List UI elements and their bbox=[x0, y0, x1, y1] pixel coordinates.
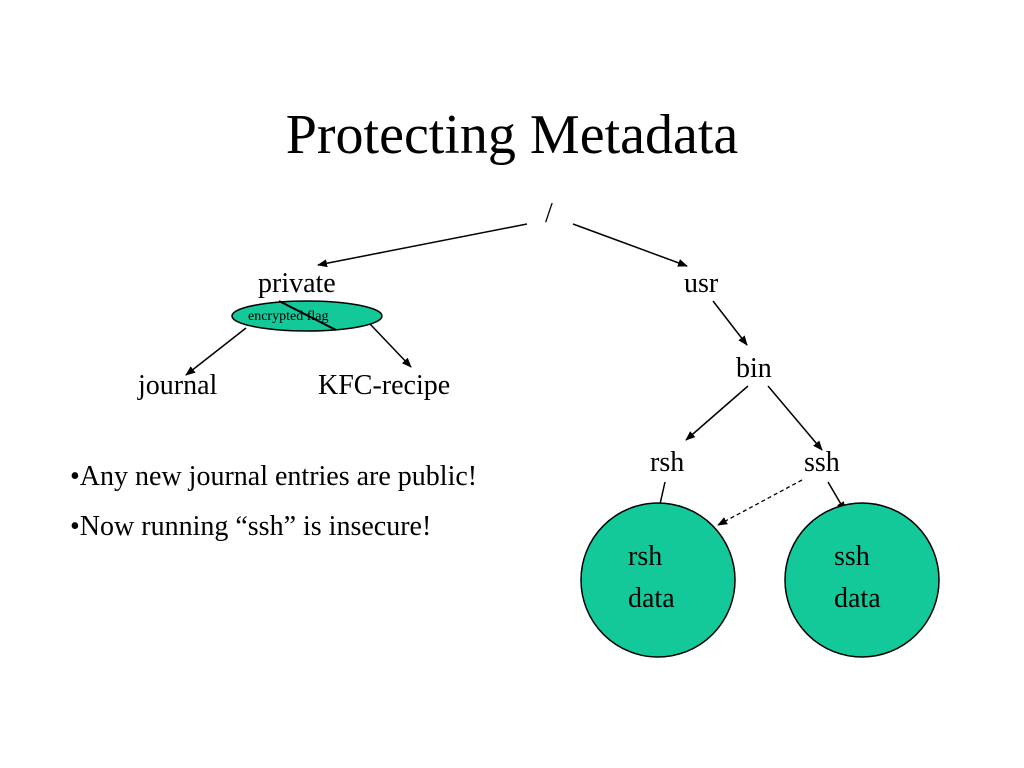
node-bin: bin bbox=[736, 353, 772, 384]
edge-root-usr bbox=[572, 223, 688, 267]
encrypted-flag-label: encrypted flag bbox=[248, 309, 329, 324]
edge-private-journal bbox=[185, 327, 247, 376]
edge-usr-bin bbox=[712, 300, 748, 346]
slide-title: Protecting Metadata bbox=[285, 104, 739, 166]
rsh-data-line-2: data bbox=[628, 583, 675, 614]
edge-bin-rsh bbox=[685, 385, 749, 441]
strike-icon bbox=[278, 300, 337, 331]
ssh-data-line-2: data bbox=[834, 583, 881, 614]
bullet-1: •Any new journal entries are public! bbox=[70, 461, 478, 492]
edge-root-private bbox=[317, 223, 528, 268]
ssh-data-line-1: ssh bbox=[834, 541, 870, 572]
rsh-data-line-1: rsh bbox=[628, 541, 663, 572]
ssh-data-blob bbox=[784, 502, 940, 658]
edge-private-kfc bbox=[369, 323, 412, 368]
node-usr: usr bbox=[684, 268, 719, 299]
node-rsh: rsh bbox=[650, 447, 685, 478]
node-private: private bbox=[258, 268, 336, 299]
node-kfc-recipe: KFC-recipe bbox=[318, 370, 451, 401]
node-ssh: ssh bbox=[804, 447, 840, 478]
bullet-2: •Now running “ssh” is insecure! bbox=[70, 511, 432, 542]
edge-bin-ssh bbox=[767, 385, 823, 451]
rsh-data-blob bbox=[580, 502, 736, 658]
edge-ssh-rshdata-dashed bbox=[717, 479, 803, 526]
node-journal: journal bbox=[138, 370, 218, 401]
node-root: / bbox=[545, 198, 553, 229]
